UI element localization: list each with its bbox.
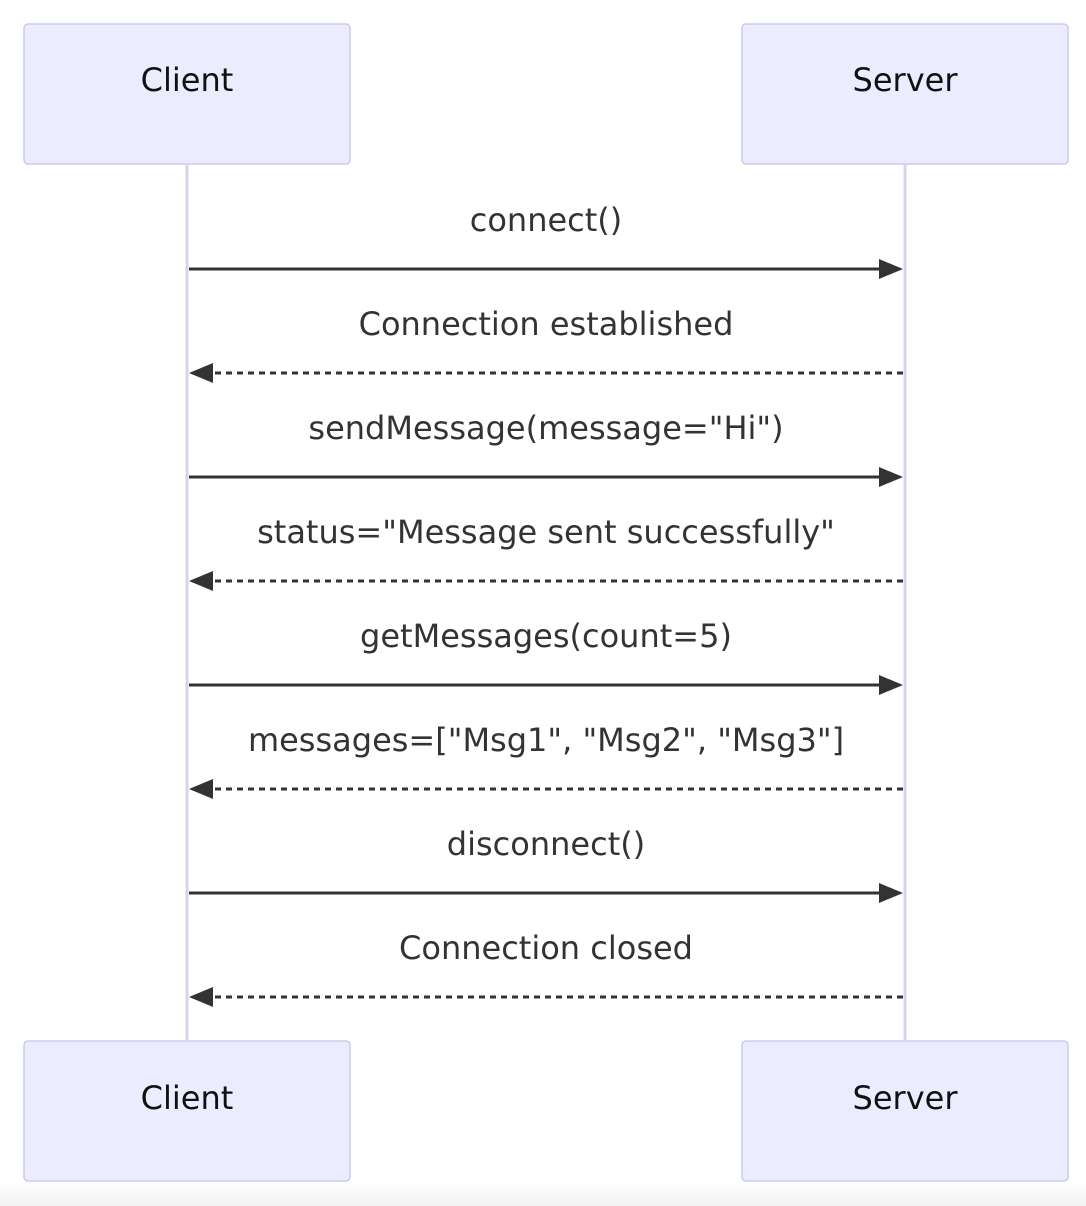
- server-actor-bottom-label: Server: [853, 1079, 959, 1117]
- page-bottom-shade: [0, 1182, 1086, 1206]
- message-label-5: getMessages(count=5): [360, 617, 732, 655]
- server-actor-bottom[interactable]: Server: [741, 1040, 1069, 1182]
- client-actor-top-label: Client: [141, 61, 234, 99]
- message-arrowhead-7: [879, 883, 903, 903]
- message-label-6: messages=["Msg1", "Msg2", "Msg3"]: [248, 721, 844, 759]
- message-arrowhead-4: [189, 571, 213, 591]
- message-arrowhead-8: [189, 987, 213, 1007]
- message-label-2: Connection established: [359, 305, 734, 343]
- message-arrowhead-6: [189, 779, 213, 799]
- message-arrowhead-3: [879, 467, 903, 487]
- client-actor-bottom[interactable]: Client: [23, 1040, 351, 1182]
- client-actor-bottom-label: Client: [141, 1079, 234, 1117]
- server-actor-top-label: Server: [853, 61, 959, 99]
- message-label-7: disconnect(): [447, 825, 645, 863]
- message-arrowhead-2: [189, 363, 213, 383]
- message-label-1: connect(): [470, 201, 623, 239]
- message-label-4: status="Message sent successfully": [257, 513, 835, 551]
- message-label-3: sendMessage(message="Hi"): [308, 409, 783, 447]
- messages-group: connect() Connection established sendMessa…: [189, 201, 903, 1007]
- server-actor-top[interactable]: Server: [741, 23, 1069, 165]
- message-arrowhead-5: [879, 675, 903, 695]
- message-arrowhead-1: [879, 259, 903, 279]
- message-label-8: Connection closed: [399, 929, 693, 967]
- client-actor-top[interactable]: Client: [23, 23, 351, 165]
